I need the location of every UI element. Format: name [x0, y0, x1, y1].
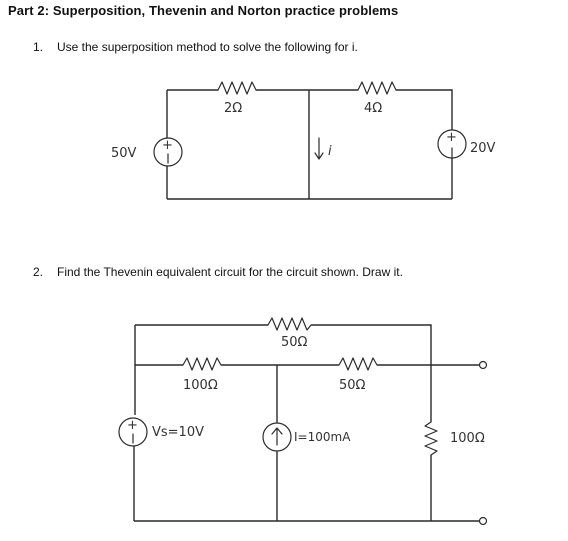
resistor-100-ohm-right [424, 421, 438, 456]
label-current-source: I=100mA [294, 430, 351, 444]
question-1-text: Use the superposition method to solve th… [57, 40, 358, 54]
label-resistor-100-ohm-right: 100Ω [450, 431, 485, 446]
label-source-20v: 20V [470, 141, 496, 156]
voltage-source-50v-plus: + [162, 138, 173, 153]
resistor-100-ohm-left [182, 357, 222, 371]
question-1: 1. Use the superposition method to solve … [33, 40, 358, 54]
resistor-50-ohm-middle [338, 357, 378, 371]
voltage-source-50v [153, 137, 183, 167]
circuit-2: + 50Ω 100Ω 50Ω 100Ω Vs=10V I=100mA [118, 317, 488, 526]
voltage-source-vs-plus: + [127, 418, 138, 433]
label-voltage-source: Vs=10V [152, 425, 204, 440]
current-arrow-icon [314, 137, 324, 160]
current-label-i: i [328, 144, 332, 159]
label-resistor-50-ohm-top: 50Ω [281, 335, 308, 350]
label-resistor-2-ohm: 2Ω [224, 101, 242, 116]
label-resistor-100-ohm-left: 100Ω [183, 378, 218, 393]
question-2: 2. Find the Thevenin equivalent circuit f… [33, 265, 403, 279]
terminal-top [478, 360, 488, 370]
terminal-bottom [478, 516, 488, 526]
arrow-up-icon [271, 427, 283, 446]
question-1-number: 1. [33, 40, 44, 54]
label-resistor-50-ohm-middle: 50Ω [339, 378, 366, 393]
voltage-source-vs [118, 417, 148, 447]
resistor-2-ohm [217, 81, 257, 95]
circuit-1-top-wire-right [396, 89, 453, 130]
page-heading: Part 2: Superposition, Thevenin and Nort… [8, 3, 399, 18]
circuit-2-top-wire-right [311, 324, 432, 365]
voltage-source-20v-plus: + [446, 130, 457, 145]
label-source-50v: 50V [111, 146, 137, 161]
question-2-text: Find the Thevenin equivalent circuit for… [57, 265, 403, 279]
question-2-number: 2. [33, 265, 44, 279]
circuit-1: + i + 2Ω 4Ω 50V 20V [111, 81, 496, 200]
resistor-4-ohm [357, 81, 397, 95]
label-resistor-4-ohm: 4Ω [364, 101, 382, 116]
resistor-50-ohm-top [267, 317, 312, 331]
